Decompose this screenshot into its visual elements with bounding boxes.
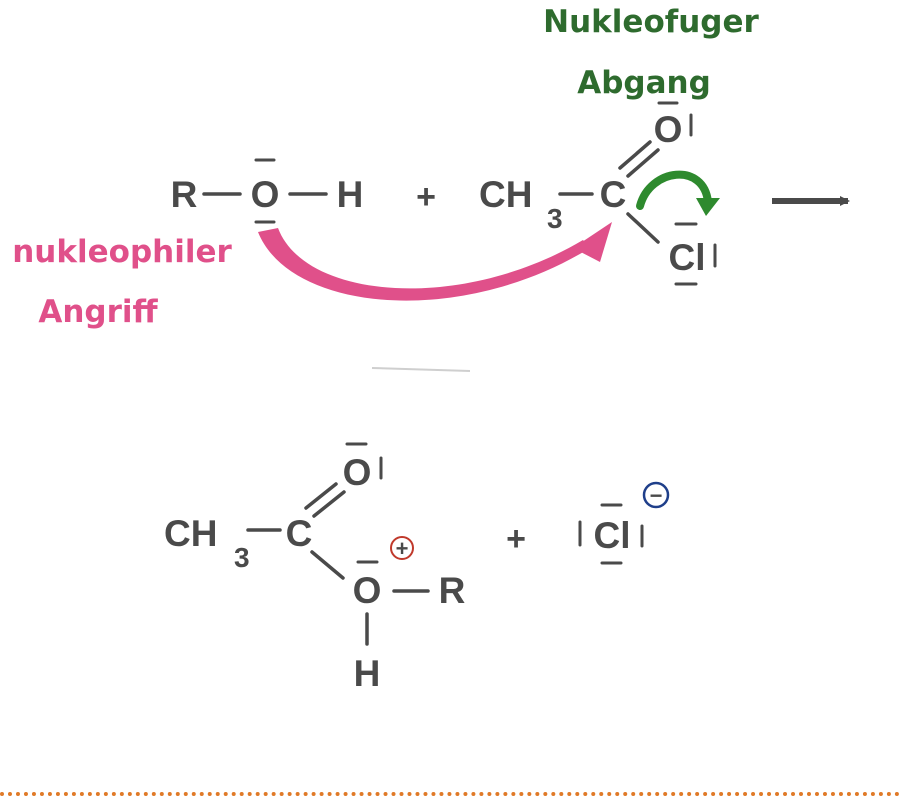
acyl-c-atom: C xyxy=(600,174,627,215)
negative-charge-sign: − xyxy=(650,483,663,508)
chloride-cl-atom: Cl xyxy=(594,515,631,556)
acyl-chloride-molecule: CH 3 C O Cl xyxy=(479,101,717,286)
nucleophilic-attack-label-line1: nukleophiler xyxy=(12,234,232,270)
product-h-atom: H xyxy=(354,653,381,694)
leaving-group-arrow xyxy=(636,170,720,216)
acyl-ch3-subscript: 3 xyxy=(547,203,563,234)
product-o-top-atom: O xyxy=(343,452,372,493)
leaving-group-label: Nukleofuger Abgang xyxy=(543,4,759,101)
nucleophilic-attack-label: nukleophiler Angriff xyxy=(12,234,232,330)
product-c-atom: C xyxy=(286,513,313,554)
product-ch-group: CH xyxy=(164,513,217,554)
double-bond-product-c-o-1 xyxy=(304,482,338,510)
positive-charge-sign: + xyxy=(396,536,409,561)
leaving-group-label-line2: Abgang xyxy=(577,65,711,101)
positive-charge-circle xyxy=(390,536,414,560)
leaving-group-label-line1: Nukleofuger xyxy=(543,4,759,40)
double-bond-c-o-1 xyxy=(618,140,652,170)
acyl-ch-group: CH xyxy=(479,174,532,215)
acyl-cl-atom: Cl xyxy=(669,237,706,278)
acyl-o-atom: O xyxy=(654,109,683,150)
scan-artifact-line xyxy=(371,367,471,372)
double-bond-product-c-o-2 xyxy=(312,490,346,518)
negative-charge-circle xyxy=(642,481,670,509)
alcohol-o-atom: O xyxy=(251,174,280,215)
nucleophilic-attack-label-line2: Angriff xyxy=(38,294,158,330)
dotted-divider xyxy=(0,792,900,796)
double-bond-c-o-2 xyxy=(626,148,660,178)
reactant-plus-sign: + xyxy=(416,178,436,216)
bond-product-c-o xyxy=(310,550,345,580)
chloride-ion: Cl − xyxy=(578,481,670,565)
bond-c-cl xyxy=(626,212,660,244)
alcohol-h-atom: H xyxy=(337,174,364,215)
alcohol-r-atom: R xyxy=(171,174,198,215)
product-o-mid-atom: O xyxy=(353,570,382,611)
product-ch3-subscript: 3 xyxy=(234,542,250,573)
tetrahedral-intermediate: CH 3 C O O + R H xyxy=(164,442,466,694)
alcohol-molecule: R O H xyxy=(171,158,364,224)
product-plus-sign: + xyxy=(506,520,526,558)
nucleophilic-attack-arrow xyxy=(258,222,612,301)
product-r-atom: R xyxy=(439,570,466,611)
